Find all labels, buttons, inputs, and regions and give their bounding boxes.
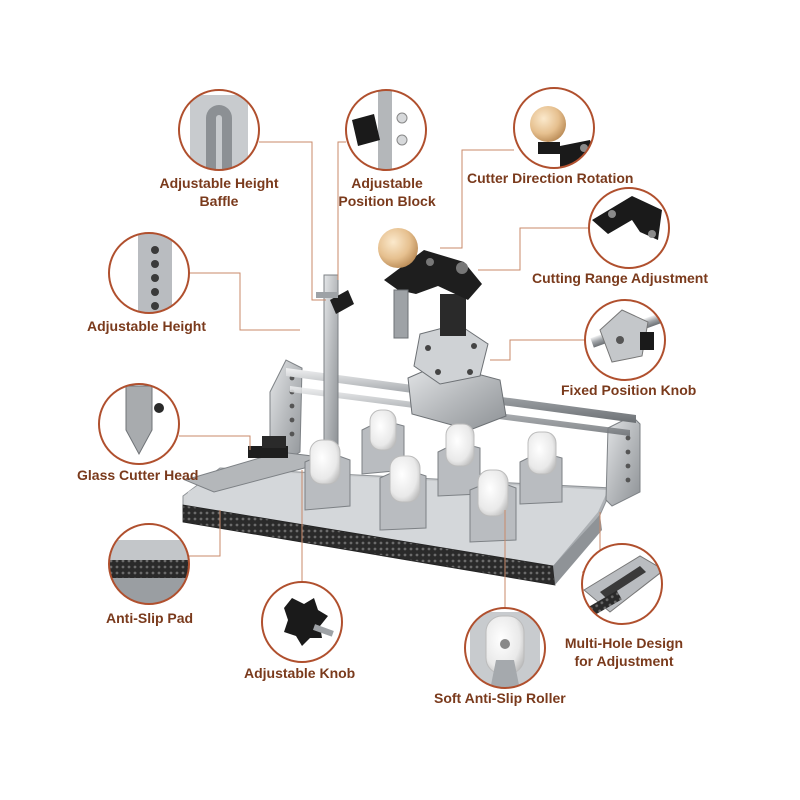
label-cutting-range-adjustment: Cutting Range Adjustment [532,270,709,286]
leader-lines [179,141,601,608]
holed-plate-icon [108,232,190,314]
wooden-knob [378,228,418,268]
label-anti-slip-pad: Anti-Slip Pad [106,610,194,626]
wooden-knob-icon [513,87,595,169]
label-glass-cutter-head: Glass Cutter Head [77,467,199,483]
fixed-knob-icon [584,299,666,381]
label-fixed-position-knob: Fixed Position Knob [561,382,697,398]
black-arm-icon [588,187,670,269]
position-block-icon [345,89,427,171]
anti-slip-pad-icon [108,523,190,605]
base-right-edge [553,515,602,585]
roller-icon [464,607,546,689]
star-knob-icon [261,581,343,663]
slotted-plate-icon [581,543,663,625]
cutter-stem [393,289,409,339]
callout-circles [98,87,670,689]
label-cutter-direction-rotation: Cutter Direction Rotation [467,170,634,186]
cutter-head-icon [98,383,180,465]
label-soft-anti-slip-roller: Soft Anti-Slip Roller [434,690,566,706]
u-slot-baffle-icon [178,89,260,171]
baffle-knob [330,290,354,314]
label-adjustable-knob: Adjustable Knob [244,665,356,681]
label-adjustable-height: Adjustable Height [87,318,207,334]
